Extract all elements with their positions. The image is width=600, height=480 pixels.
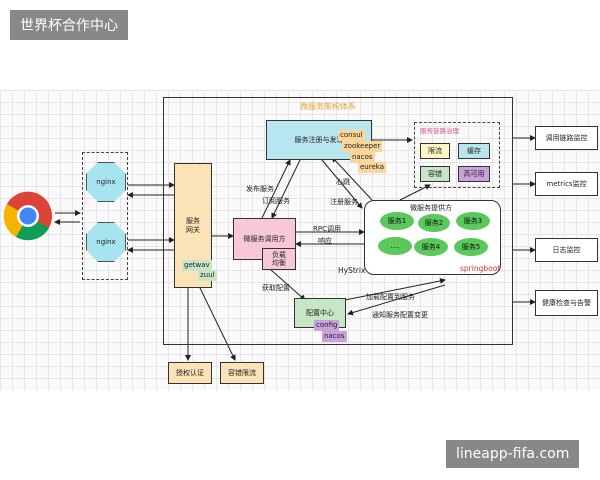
edge-label-register: 注册服务 [330,198,358,206]
edge-label-subscribe: 订阅服务 [262,197,290,205]
chrome-browser-icon [3,191,52,241]
edge-label-heartbeat: 心跳 [336,178,350,186]
load-balance-box: 负载 均衡 [262,248,296,270]
registry-tag-eureka: eureka [358,162,386,173]
monitor-metrics: metrics监控 [535,172,598,196]
edge-label-rpc: RPC调用 [313,225,341,233]
watermark-top: 世界杯合作中心 [10,10,128,40]
edge-label-load-config: 加载配置到服务 [366,293,415,301]
service-1: 服务1 [380,212,414,230]
gateway-tag-getwav: getwav [182,260,212,271]
edge-label-publish: 发布服务 [246,185,274,193]
nginx-node-2: nginx [86,222,126,262]
monitor-trace: 调用链路监控 [535,126,598,150]
edge-label-response: 响应 [318,237,332,245]
service-2: 服务2 [418,214,450,232]
nginx-cluster [82,152,128,280]
edge-label-notify-change: 通知服务配置变更 [372,311,428,319]
edge-label-get-config: 获取配置 [262,284,290,292]
hystrix-label: HyStrix [338,266,366,275]
service-more: .... [378,237,412,255]
config-tag-nacos: nacos [322,331,347,342]
monitor-log: 日志监控 [535,238,598,262]
watermark-bottom: lineapp-fifa.com [446,440,580,468]
service-3: 服务3 [456,212,490,230]
monitor-health: 健康检查与告警 [535,290,598,316]
gateway-tag-zuul: zuul [198,270,217,281]
governance-ha: 高可用 [458,166,490,182]
governance-title: 服务链路治理 [420,127,459,135]
provider-title: 微服务提供方 [410,204,452,212]
governance-cache: 缓存 [458,143,490,159]
fault-limit-box: 容错限流 [220,362,264,384]
service-4: 服务4 [414,238,448,256]
registry-tag-nacos: nacos [350,152,375,163]
auth-box: 授权认证 [168,362,212,384]
governance-group [414,122,500,188]
service-5: 服务5 [454,238,488,256]
nginx-node-1: nginx [86,162,126,202]
governance-fault: 容错 [420,166,450,182]
config-tag-config: config [314,320,340,331]
architecture-container [163,97,513,345]
governance-limit: 限流 [420,143,450,159]
registry-tag-zookeeper: zookeeper [342,141,383,152]
springboot-label: springboot [460,264,501,273]
architecture-title: 微服务架构体系 [300,102,356,111]
registry-tag-consul: consul [338,130,365,141]
